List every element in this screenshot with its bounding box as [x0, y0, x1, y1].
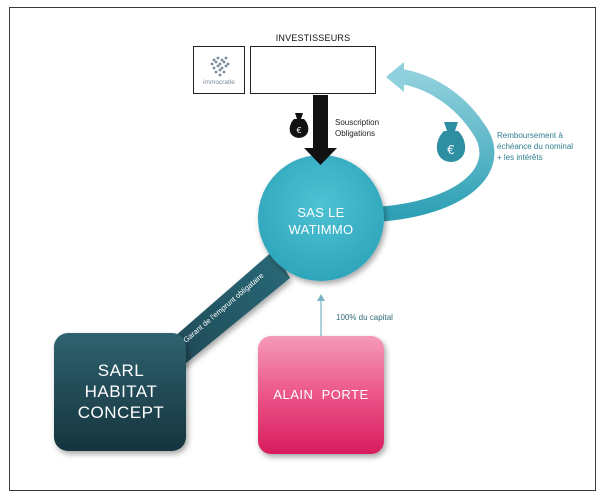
repayment-curved-arrow	[381, 62, 495, 222]
subscription-line1: Souscription	[335, 118, 380, 127]
sarl-line2: HABITAT	[84, 382, 158, 401]
euro-symbol-teal: €	[447, 143, 455, 157]
capital-arrow	[317, 294, 325, 336]
alain-porte-box	[258, 336, 384, 454]
sas-le-watimmo-circle	[258, 155, 384, 281]
sas-le-watimmo-label: SAS LE WATIMMO	[258, 204, 384, 238]
investors-title: INVESTISSEURS	[275, 33, 351, 43]
repayment-label: Remboursement à échéance du nominal + le…	[497, 130, 573, 163]
immocratie-logo-icon	[210, 56, 230, 77]
investors-box	[250, 46, 376, 94]
subscription-arrow	[304, 95, 337, 165]
sarl-line1: SARL	[97, 361, 145, 380]
immocratie-logo-text: immocratie	[203, 79, 235, 86]
repayment-line2: échéance du nominal	[497, 142, 574, 151]
sarl-habitat-concept-box	[54, 333, 186, 451]
subscription-label: Souscription Obligations	[335, 117, 379, 139]
capital-label: 100% du capital	[336, 313, 393, 322]
center-line1: SAS LE	[297, 205, 345, 220]
repayment-line1: Remboursement à	[497, 131, 563, 140]
immocratie-logo-box: immocratie	[193, 46, 245, 94]
subscription-line2: Obligations	[335, 129, 376, 138]
money-bag-icon-teal: €	[436, 122, 466, 162]
euro-symbol: €	[296, 126, 301, 135]
money-bag-icon: €	[289, 113, 309, 138]
sarl-line3: CONCEPT	[77, 403, 165, 422]
center-line2: WATIMMO	[288, 222, 354, 237]
sarl-habitat-concept-label: SARL HABITAT CONCEPT	[60, 360, 182, 423]
repayment-line3: + les intérêts	[497, 153, 543, 162]
guarantee-band	[158, 250, 290, 368]
alain-porte-label: ALAIN PORTE	[273, 387, 369, 402]
